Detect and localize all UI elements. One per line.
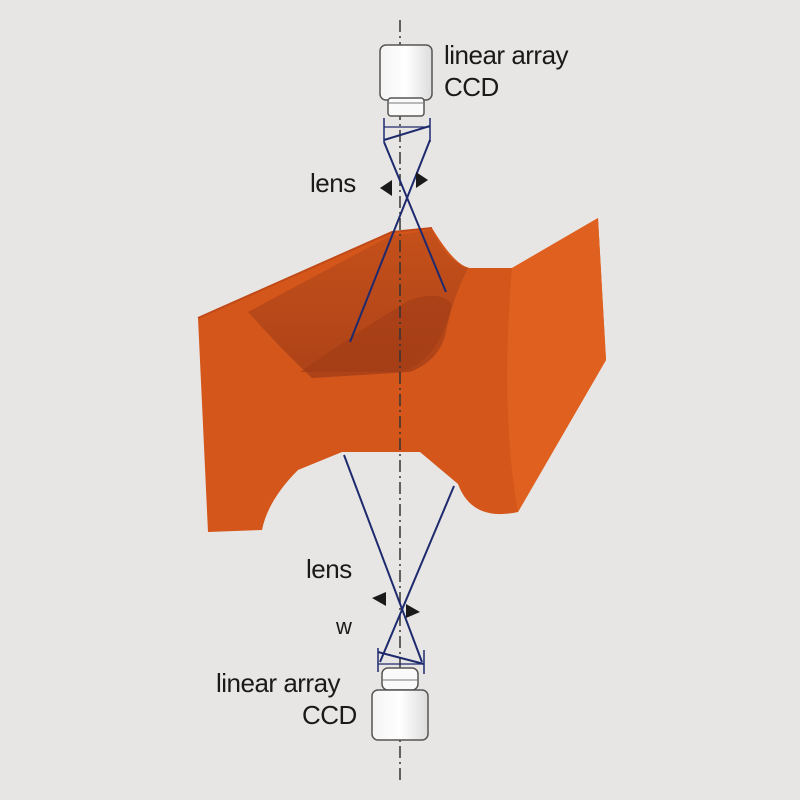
top-ccd-label-line2: CCD bbox=[444, 72, 499, 102]
bottom-light-rays bbox=[343, 454, 455, 663]
width-marker-label: w bbox=[336, 614, 352, 639]
workpiece-right-face bbox=[507, 218, 606, 512]
top-camera-lens-mount bbox=[387, 97, 425, 117]
bottom-ccd-label-line2: CCD bbox=[302, 700, 357, 730]
workpiece-top-edge bbox=[197, 227, 433, 319]
bottom-camera-lens-mount bbox=[381, 667, 419, 691]
top-camera-body bbox=[379, 44, 433, 101]
bottom-sensor-bracket bbox=[377, 648, 425, 674]
bottom-camera-body bbox=[371, 689, 429, 741]
bottom-ccd-camera bbox=[371, 667, 429, 741]
bottom-ccd-label-line1: linear array bbox=[216, 668, 341, 698]
top-sensor-bracket bbox=[383, 118, 431, 142]
top-lens-label: lens bbox=[310, 168, 356, 198]
top-ccd-camera bbox=[379, 44, 433, 117]
bottom-lens-label: lens bbox=[306, 554, 352, 584]
workpiece bbox=[197, 218, 606, 532]
bottom-lens-marker bbox=[372, 592, 420, 618]
top-lens-marker bbox=[380, 172, 428, 196]
top-ccd-label-line1: linear array bbox=[444, 40, 569, 70]
workpiece-groove-shadow bbox=[300, 295, 452, 372]
